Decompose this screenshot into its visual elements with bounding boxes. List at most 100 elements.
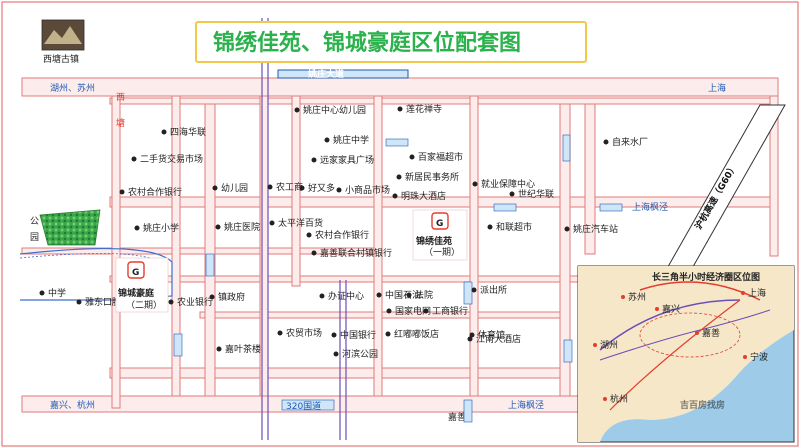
poi-dot-icon: [119, 189, 125, 195]
poi-label: 太平洋百货: [278, 217, 323, 229]
poi-label: 嘉善联合村镇银行: [320, 247, 392, 259]
road-xitang-label-2: 塘: [116, 117, 125, 129]
poi-label: 姚庄中学: [333, 134, 369, 146]
poi-label: 二手货交易市场: [140, 153, 203, 165]
poi-label: 小商品市场: [345, 184, 390, 196]
poi-label: 法院: [415, 289, 433, 301]
poi-dot-icon: [409, 154, 415, 160]
poi-marker: 农贸市场: [277, 327, 322, 339]
poi-marker: 红嘟嘟饭店: [385, 328, 439, 340]
inset-city-label: 杭州: [610, 393, 628, 405]
poi-marker: 四海华联: [161, 126, 206, 138]
poi-marker: 小商品市场: [336, 184, 390, 196]
poi-label: 远家家具广场: [320, 154, 374, 166]
poi-dot-icon: [471, 287, 477, 293]
inset-city-dot-icon: [655, 307, 659, 311]
poi-dot-icon: [385, 331, 391, 337]
poi-dot-icon: [469, 332, 475, 338]
poi-marker: 法院: [406, 289, 433, 301]
poi-dot-icon: [386, 308, 392, 314]
poi-label: 莲花禅寺: [406, 103, 442, 115]
poi-label: 明珠大酒店: [401, 190, 446, 202]
inset-city-dot-icon: [743, 355, 747, 359]
poi-label: 农贸市场: [286, 327, 322, 339]
poi-dot-icon: [277, 330, 283, 336]
inset-city-label: 上海: [748, 287, 766, 299]
map-title-box: 锦绣佳苑、锦城豪庭区位配套图: [195, 21, 587, 63]
inset-city-label: 嘉兴: [662, 303, 680, 315]
poi-layer: 莲花禅寺姚庄中心幼儿园姚庄中学四海华联百家福超市自来水厂远家家具广场新居民事务所…: [39, 103, 648, 360]
poi-dot-icon: [267, 184, 273, 190]
project-jincheng: G 锦城豪庭 （二期）: [115, 257, 169, 313]
poi-marker: 农村合作银行: [119, 186, 182, 198]
poi-dot-icon: [509, 191, 515, 197]
svg-text:G: G: [132, 268, 139, 278]
poi-label: 国家电网: [395, 305, 431, 317]
poi-dot-icon: [269, 220, 275, 226]
poi-label: 农村合作银行: [315, 229, 369, 241]
park-area: 公 园: [30, 209, 101, 246]
poi-marker: 姚庄中心幼儿园: [294, 104, 366, 116]
poi-label: 工商银行: [432, 305, 468, 317]
project-jinxiu-name: 锦绣佳苑: [416, 235, 452, 247]
poi-dot-icon: [39, 290, 45, 296]
inset-city-dot-icon: [741, 291, 745, 295]
poi-marker: 中学: [39, 287, 66, 299]
poi-marker: 太平洋百货: [269, 217, 323, 229]
road-jiaxing-label: 嘉兴、杭州: [50, 399, 95, 411]
svg-text:G: G: [436, 219, 443, 229]
poi-marker: 姚庄医院: [215, 221, 260, 233]
inset-city-dot-icon: [603, 397, 607, 401]
poi-label: 姚庄汽车站: [573, 223, 618, 235]
poi-dot-icon: [331, 332, 337, 338]
poi-marker: 百家福超市: [409, 151, 463, 163]
poi-label: 姚庄医院: [224, 221, 260, 233]
poi-dot-icon: [487, 224, 493, 230]
poi-dot-icon: [311, 157, 317, 163]
poi-marker: 办证中心: [319, 290, 364, 302]
poi-dot-icon: [215, 224, 221, 230]
town-landmark-label: 西塘古镇: [43, 53, 79, 65]
river-path: [19, 247, 173, 301]
poi-label: 中国石油: [385, 289, 421, 301]
poi-label: 四海华联: [170, 126, 206, 138]
poi-dot-icon: [216, 346, 222, 352]
poi-label: 体育馆: [478, 329, 505, 341]
watermark: 吉百房找房: [680, 399, 725, 411]
poi-dot-icon: [406, 292, 412, 298]
road-xitang-label-1: 西: [116, 92, 125, 103]
poi-marker: 工商银行: [423, 305, 468, 317]
poi-marker: 镇政府: [209, 291, 245, 303]
poi-marker: 嘉叶茶楼: [216, 343, 261, 355]
poi-dot-icon: [392, 193, 398, 199]
road-yaozhuang-label: 姚庄大道: [307, 68, 344, 80]
poi-dot-icon: [168, 299, 174, 305]
park-label-1: 公: [30, 216, 39, 227]
poi-marker: 姚庄小学: [134, 222, 179, 234]
project-jincheng-phase: （二期）: [126, 300, 162, 311]
poi-marker: 明珠大酒店: [392, 190, 446, 202]
poi-marker: 就业保障中心: [472, 178, 535, 190]
project-jinxiu-phase: （一期）: [424, 247, 460, 258]
road-320-label: 320国道: [286, 400, 321, 412]
map-title: 锦绣佳苑、锦城豪庭区位配套图: [213, 30, 521, 56]
road-shanghai-bottom-label: 上海枫泾: [508, 399, 544, 411]
inset-city-label: 苏州: [628, 291, 646, 303]
inset-title: 长三角半小时经济圈区位图: [652, 271, 760, 283]
poi-dot-icon: [299, 185, 305, 191]
project-jinxiu: G 锦绣佳苑 （一期）: [412, 209, 468, 261]
poi-dot-icon: [324, 137, 330, 143]
poi-marker: 姚庄中学: [324, 134, 369, 146]
poi-dot-icon: [319, 293, 325, 299]
poi-dot-icon: [603, 139, 609, 145]
poi-label: 农业银行: [177, 296, 213, 308]
road-network: [21, 69, 779, 413]
inset-city-dot-icon: [621, 295, 625, 299]
poi-dot-icon: [209, 294, 215, 300]
poi-label: 江南大酒店: [476, 333, 521, 345]
poi-marker: 河滨公园: [333, 348, 378, 360]
poi-marker: 农村合作银行: [306, 229, 369, 241]
poi-marker: 远家家具广场: [311, 154, 374, 166]
